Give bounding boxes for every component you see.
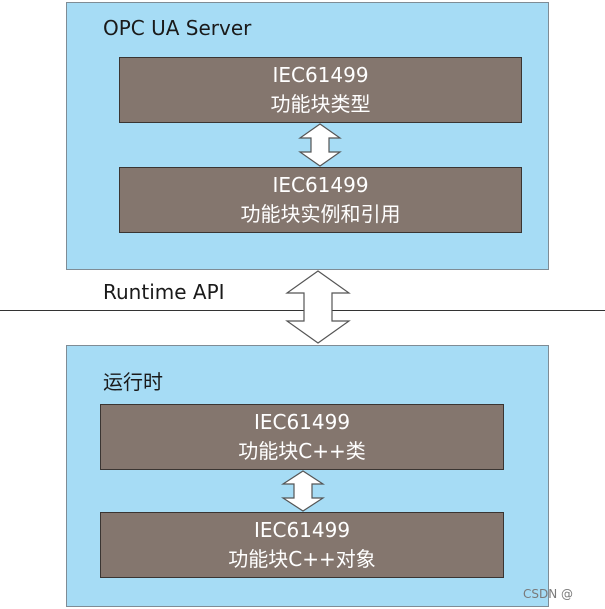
fb-instance-line2: 功能块实例和引用 [240, 202, 401, 226]
runtime-api-double-arrow [285, 270, 351, 344]
type-instance-double-arrow [298, 123, 342, 167]
fb-cpp-class-line1: IEC61499 [253, 410, 351, 434]
fb-type-block: IEC61499 功能块类型 [119, 57, 522, 123]
fb-cpp-class-block: IEC61499 功能块C++类 [100, 404, 504, 470]
fb-cpp-object-line1: IEC61499 [253, 518, 351, 542]
class-object-double-arrow [280, 470, 326, 512]
opc-ua-server-title: OPC UA Server [103, 16, 252, 40]
fb-instance-line1: IEC61499 [272, 173, 369, 197]
runtime-api-divider [0, 310, 605, 311]
fb-instance-block: IEC61499 功能块实例和引用 [119, 167, 522, 233]
runtime-panel-title: 运行时 [103, 370, 163, 394]
fb-cpp-class-line2: 功能块C++类 [238, 439, 366, 463]
fb-cpp-object-block: IEC61499 功能块C++对象 [100, 512, 504, 578]
csdn-watermark: CSDN @ [522, 587, 573, 601]
fb-type-line2: 功能块类型 [270, 92, 371, 116]
runtime-api-label: Runtime API [103, 280, 225, 304]
fb-type-line1: IEC61499 [272, 63, 369, 87]
fb-cpp-object-line2: 功能块C++对象 [228, 547, 376, 571]
